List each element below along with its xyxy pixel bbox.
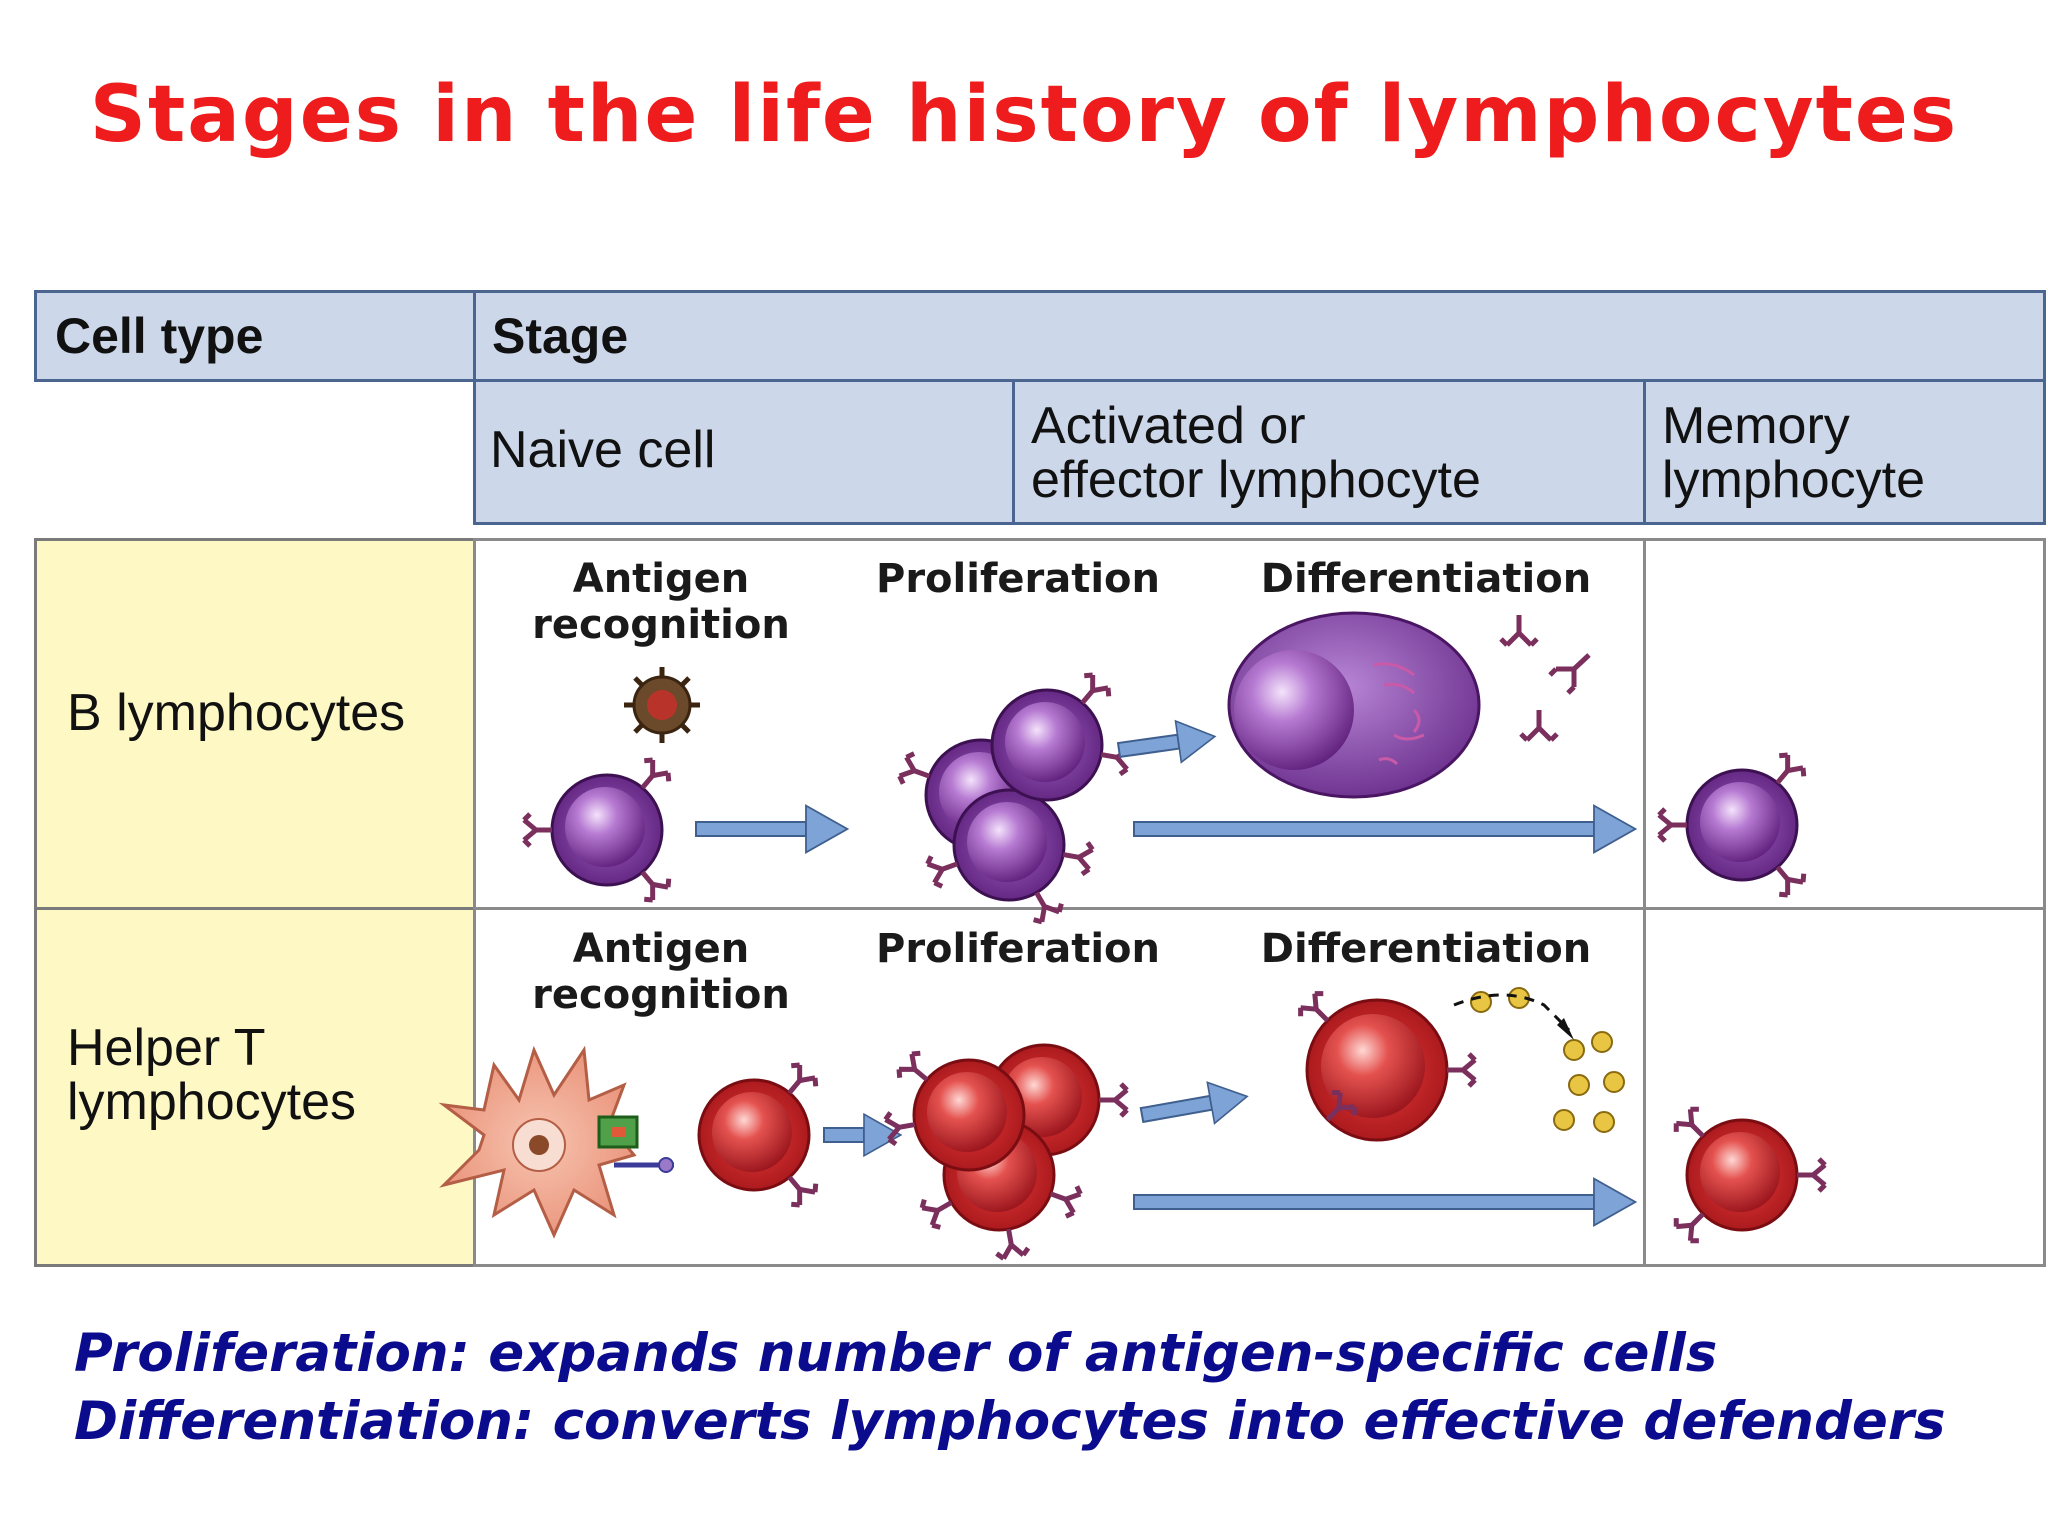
arrow-icon bbox=[695, 804, 849, 854]
antigen-icon bbox=[624, 667, 700, 743]
footer-line-proliferation: Proliferation: expands number of antigen… bbox=[74, 1323, 1718, 1384]
arrow-icon bbox=[1139, 1075, 1252, 1125]
stage-naive-label: Naive cell bbox=[490, 421, 716, 479]
effector-t-cell-icon bbox=[1296, 989, 1475, 1142]
row-b-label-cell: B lymphocytes bbox=[34, 538, 476, 910]
b-differentiation-label: Differentiation bbox=[1261, 556, 1591, 602]
stage-activated-cell: Activated or effector lymphocyte bbox=[1012, 379, 1646, 525]
row-b-label: B lymphocytes bbox=[67, 684, 406, 742]
memory-t-cell-icon bbox=[1672, 1105, 1825, 1245]
header-cell-type: Cell type bbox=[34, 290, 476, 382]
lymphocyte-stages-table: Cell type Stage Naive cell Activated or … bbox=[34, 290, 2046, 1270]
t-antigen-label-2: recognition bbox=[532, 972, 790, 1018]
stage-memory-label-2: lymphocyte bbox=[1662, 451, 1925, 509]
stage-activated-label-2: effector lymphocyte bbox=[1031, 451, 1481, 509]
naive-t-cell-icon bbox=[697, 1061, 820, 1209]
b-antigen-label-2: recognition bbox=[532, 602, 790, 648]
row-t-label-1: Helper T bbox=[67, 1019, 266, 1077]
t-row-step-labels: Antigen recognition Proliferation Differ… bbox=[532, 926, 1591, 1018]
t-differentiation-label: Differentiation bbox=[1261, 926, 1591, 972]
b-proliferation-label: Proliferation bbox=[876, 556, 1160, 602]
slide-title: Stages in the life history of lymphocyte… bbox=[89, 70, 1959, 160]
t-antigen-label-1: Antigen bbox=[573, 926, 750, 972]
header-cell-type-label: Cell type bbox=[55, 308, 264, 364]
arrow-icon bbox=[823, 1113, 902, 1157]
stage-activated-label-1: Activated or bbox=[1031, 397, 1306, 455]
naive-b-cell-icon bbox=[524, 756, 673, 904]
stage-naive-cell: Naive cell bbox=[473, 379, 1015, 525]
t-proliferation-label: Proliferation bbox=[876, 926, 1160, 972]
arrow-icon bbox=[1116, 715, 1219, 764]
memory-b-cell-icon bbox=[1659, 751, 1808, 899]
row-t-label-2: lymphocytes bbox=[67, 1073, 356, 1131]
b-row-step-labels: Antigen recognition Proliferation Differ… bbox=[532, 556, 1591, 648]
lymphocyte-illustrations: Antigen recognition Proliferation Differ… bbox=[438, 556, 2046, 1270]
footer-line-differentiation: Differentiation: converts lymphocytes in… bbox=[74, 1391, 1946, 1452]
b-antigen-label-1: Antigen bbox=[573, 556, 750, 602]
footer-notes: Proliferation: expands number of antigen… bbox=[74, 1320, 1974, 1456]
plasma-cell-icon bbox=[1227, 611, 1481, 799]
row-t-label-cell: Helper T lymphocytes bbox=[34, 907, 476, 1267]
antigen-presenting-cell-icon bbox=[438, 1045, 674, 1239]
header-stage-label: Stage bbox=[492, 308, 629, 364]
proliferating-t-cells-icon bbox=[884, 1043, 1127, 1260]
stage-memory-label-1: Memory bbox=[1662, 397, 1850, 455]
proliferating-b-cells-icon bbox=[898, 671, 1132, 925]
antibody-icons bbox=[1499, 615, 1591, 742]
arrow-icon bbox=[1133, 804, 1637, 854]
stage-memory-cell: Memory lymphocyte bbox=[1643, 379, 2046, 525]
arrow-icon bbox=[1133, 1177, 1637, 1227]
